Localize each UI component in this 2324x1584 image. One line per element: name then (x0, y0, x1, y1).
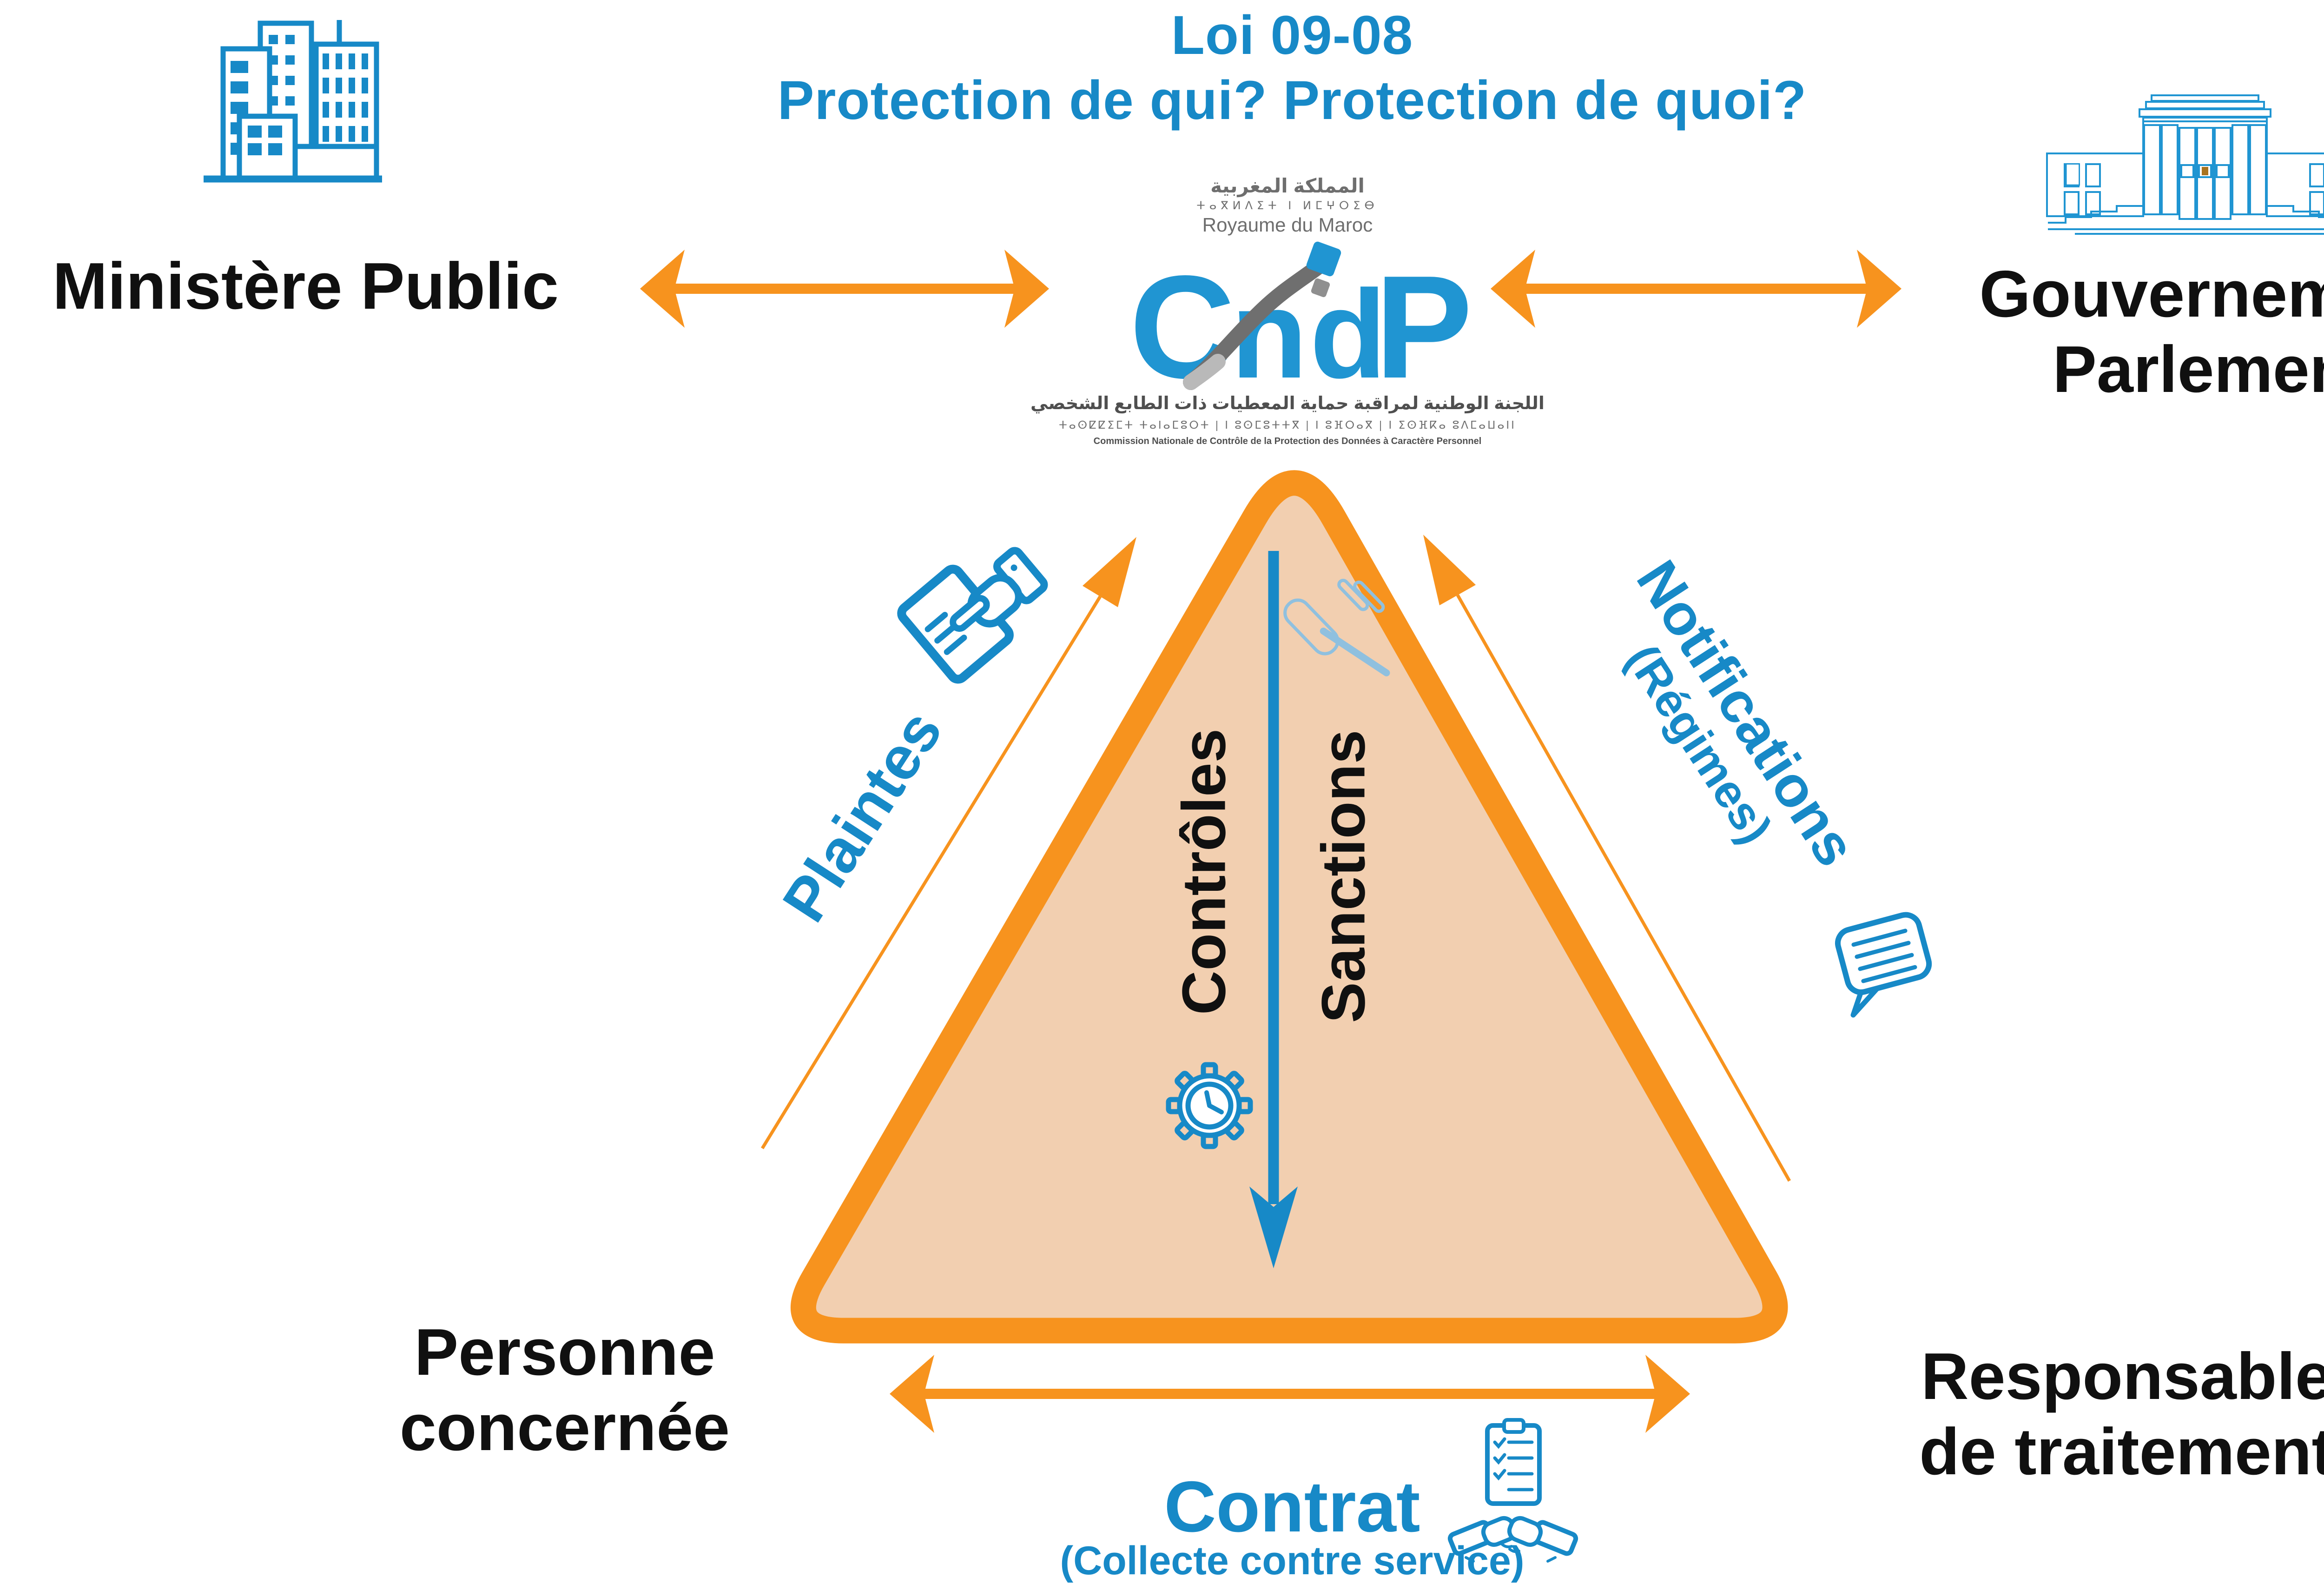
complaint-hand-icon (897, 547, 1048, 684)
responsable-line1: Responsable (1921, 1339, 2324, 1413)
personne-line2: concernée (399, 1391, 730, 1465)
plaintes-arrow (761, 537, 1136, 1149)
gouvernement-line1: Gouvernement (1979, 257, 2324, 331)
contract-handshake-icon (1447, 1418, 1578, 1563)
actor-ministere-public: Ministère Public (53, 249, 559, 323)
double-arrow-contrat (890, 1355, 1690, 1433)
actor-personne-concernee: Personne concernée (274, 1315, 855, 1465)
logo-commission-fr: Commission Nationale de Contrôle de la P… (1093, 436, 1482, 446)
logo-arabic-commission: اللجنة الوطنية لمراقبة حماية المعطيات ذا… (1030, 394, 1545, 413)
actor-responsable-traitement: Responsable de traitement (1827, 1339, 2324, 1490)
wordmark-letter-c: C (1129, 245, 1235, 409)
personne-line1: Personne (414, 1315, 715, 1389)
double-arrow-ministere-cndp (640, 250, 1049, 328)
page-title: Loi 09-08 Protection de qui? Protection … (641, 3, 1943, 133)
cndp-wordmark: C n d P (1129, 241, 1472, 409)
logo-tifinagh-kingdom: ⵜⴰⴳⵍⴷⵉⵜ ⵏ ⵍⵎⵖⵔⵉⴱ (1196, 199, 1379, 212)
flow-sanctions: Sanctions (1309, 729, 1378, 1023)
down-arrow-icon (1249, 551, 1298, 1268)
gavel-icon (1283, 578, 1390, 676)
gear-clock-icon (1166, 1062, 1253, 1149)
title-line1: Loi 09-08 (1171, 5, 1413, 66)
responsable-line2: de traitement (1919, 1415, 2324, 1489)
logo-tifinagh-commission: ⵜⴰⵙⵇⵇⵉⵎⵜ ⵜⴰⵏⴰⵎⵓⵔⵜ | ⵏ ⵓⵙⵎⵓⵜⵜⴳ | ⵏ ⵓⴼⵔⴰⴳ … (1059, 419, 1516, 431)
flow-contrat-sub: (Collecte contre service) (1060, 1538, 1525, 1583)
parliament-building-icon (2046, 94, 2324, 235)
triangle-shape (790, 470, 1788, 1344)
gouvernement-line2: Parlement (2053, 332, 2324, 406)
logo-royaume-du-maroc: Royaume du Maroc (1202, 214, 1373, 236)
logo-arabic-kingdom: المملكة المغربية (1210, 175, 1365, 197)
flow-controles: Contrôles (1169, 728, 1238, 1015)
speech-bubble-icon (1835, 912, 1932, 1018)
actor-gouvernement-parlement: Gouvernement Parlement (1950, 257, 2324, 407)
title-line2: Protection de qui? Protection de quoi? (777, 70, 1807, 131)
wordmark-letter-p: P (1375, 245, 1472, 409)
ministere-building-icon (204, 20, 382, 183)
double-arrow-cndp-gouvernement (1491, 250, 1901, 328)
notifications-arrow (1423, 535, 1791, 1182)
flow-contrat: Contrat (1164, 1466, 1420, 1547)
